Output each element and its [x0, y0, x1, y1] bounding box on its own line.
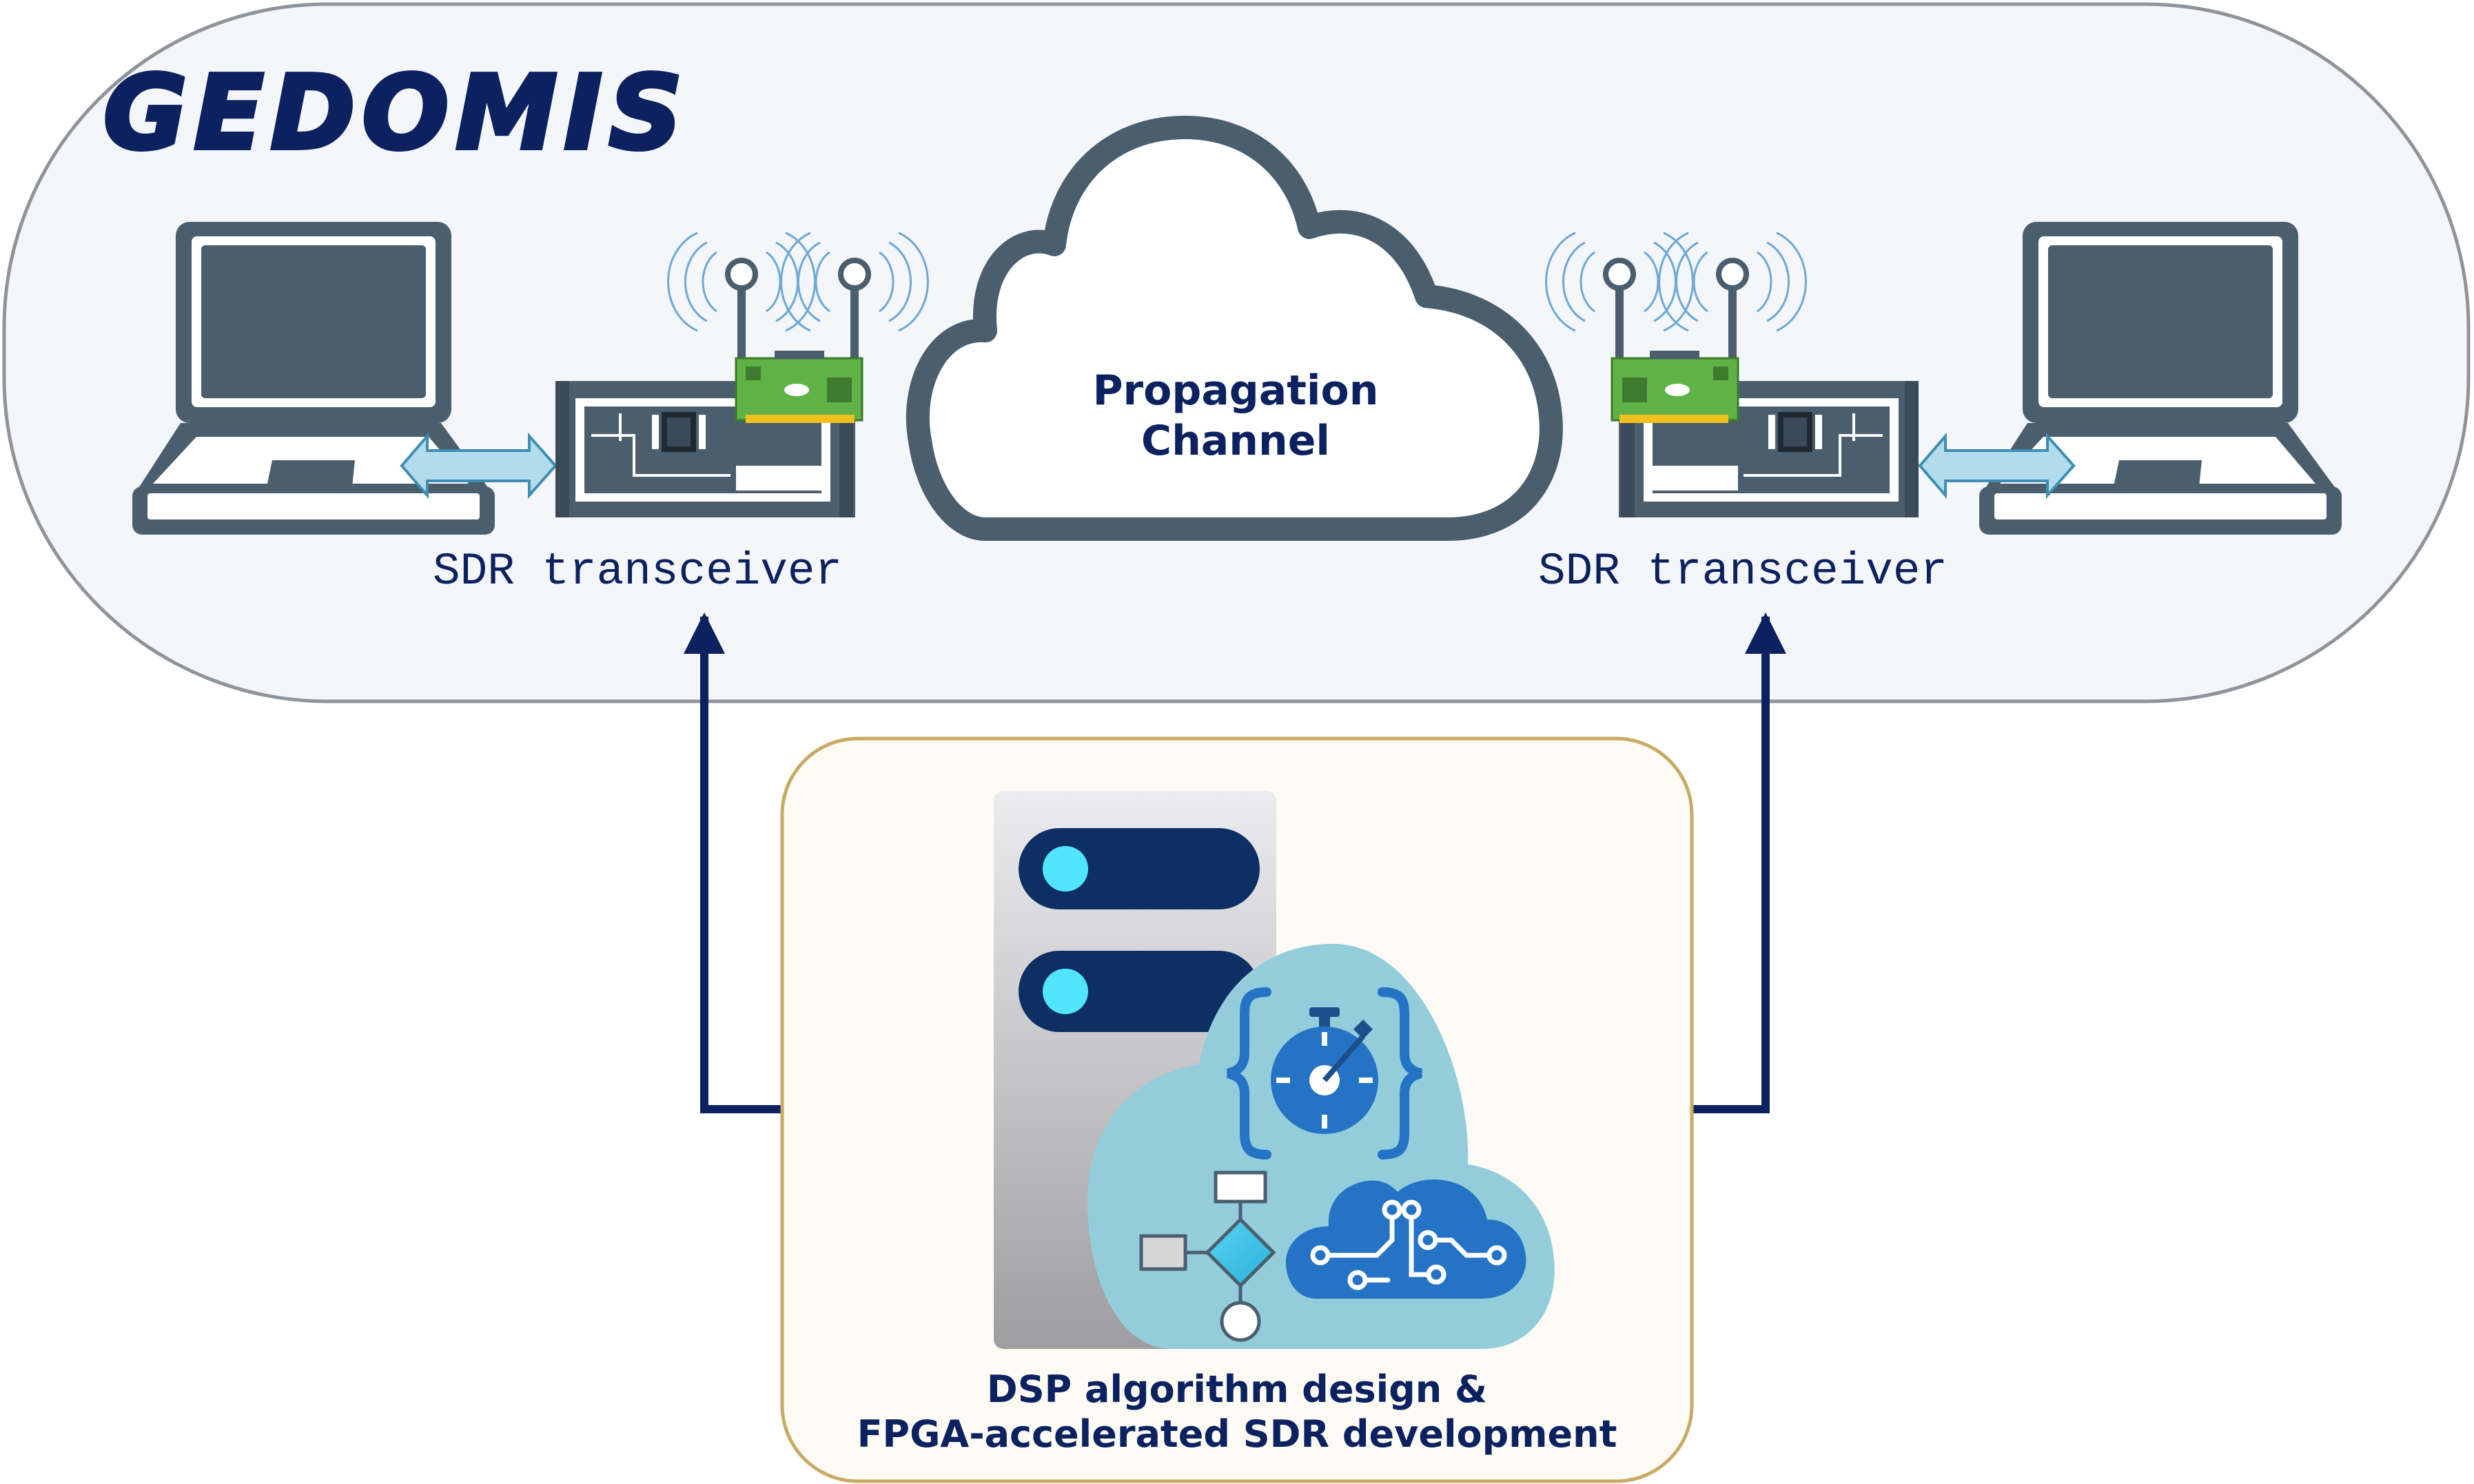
connector-right: [1692, 612, 1786, 1113]
gedomis-title: GEDOMIS: [103, 54, 689, 172]
sdr-transceiver-label-left: SDR transceiver: [433, 546, 842, 597]
circuit-cloud-icon: [1286, 1179, 1526, 1299]
laptop-right-icon: [1979, 222, 2342, 535]
sdr-transceiver-label-right: SDR transceiver: [1538, 546, 1947, 597]
channel-label-line1: Propagation: [1093, 367, 1379, 415]
laptop-left-icon: [132, 222, 495, 535]
dev-box-caption-line1: DSP algorithm design &: [987, 1368, 1487, 1411]
propagation-cloud-icon: [906, 116, 1563, 541]
sdr-device-left-icon: [555, 231, 929, 517]
sdr-device-right-icon: [1545, 231, 1919, 517]
link-arrow-right-icon: [1918, 432, 2076, 499]
flowchart-icon: [1139, 1171, 1276, 1342]
dev-box-caption-line2: FPGA-accelerated SDR development: [857, 1412, 1617, 1456]
stopwatch-icon: [1227, 987, 1422, 1160]
channel-label-line2: Channel: [1141, 417, 1330, 465]
connector-left: [684, 612, 782, 1113]
